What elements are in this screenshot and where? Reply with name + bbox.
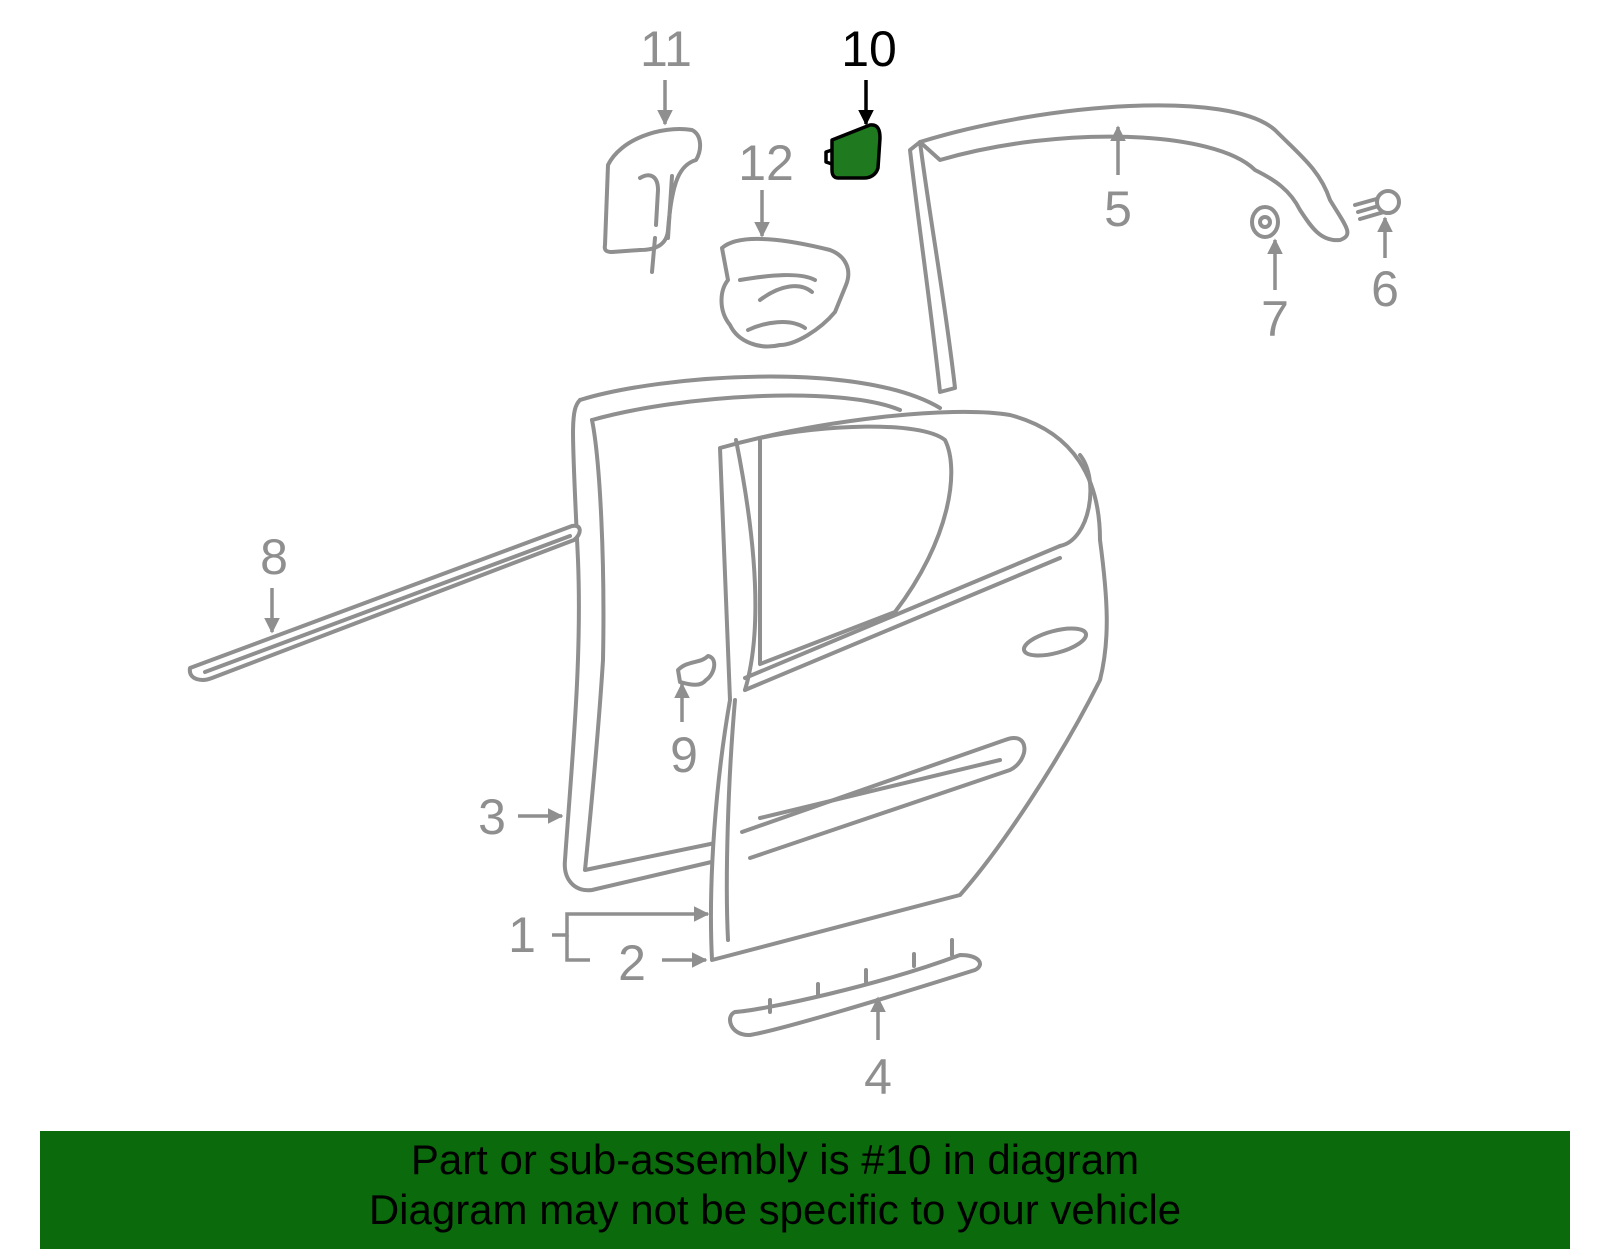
callout-8: 8	[260, 529, 288, 585]
callout-10: 10	[841, 21, 897, 77]
callout-4: 4	[864, 1049, 892, 1105]
door-frame-weatherstrip	[562, 374, 942, 893]
callout-labels: 10 11 12 5 6 7 8 9 3 1 2 4	[260, 21, 1399, 1105]
door-lock	[719, 236, 851, 349]
rear-door-shell	[708, 409, 1109, 962]
highlighted-part-10	[824, 123, 882, 180]
roof-rail-weatherstrip	[908, 103, 1350, 394]
callout-12: 12	[738, 135, 794, 191]
callout-3: 3	[478, 789, 506, 845]
callout-9: 9	[670, 727, 698, 783]
screw	[1353, 189, 1401, 221]
callout-6: 6	[1371, 261, 1399, 317]
callout-5: 5	[1104, 181, 1132, 237]
lower-molding	[728, 938, 982, 1038]
belt-molding	[187, 523, 582, 682]
handle-bracket	[602, 127, 703, 274]
callout-1: 1	[508, 907, 536, 963]
banner-line-1: Part or sub-assembly is #10 in diagram	[410, 1136, 1140, 1183]
callout-11: 11	[640, 21, 692, 77]
retainer-clip	[1250, 205, 1280, 239]
info-banner: Part or sub-assembly is #10 in diagram D…	[40, 1131, 1570, 1249]
callout-2: 2	[618, 935, 646, 991]
leader-lines	[264, 80, 1393, 1040]
callout-7: 7	[1261, 291, 1289, 347]
door-striker	[676, 654, 717, 687]
banner-line-2: Diagram may not be specific to your vehi…	[368, 1186, 1182, 1233]
